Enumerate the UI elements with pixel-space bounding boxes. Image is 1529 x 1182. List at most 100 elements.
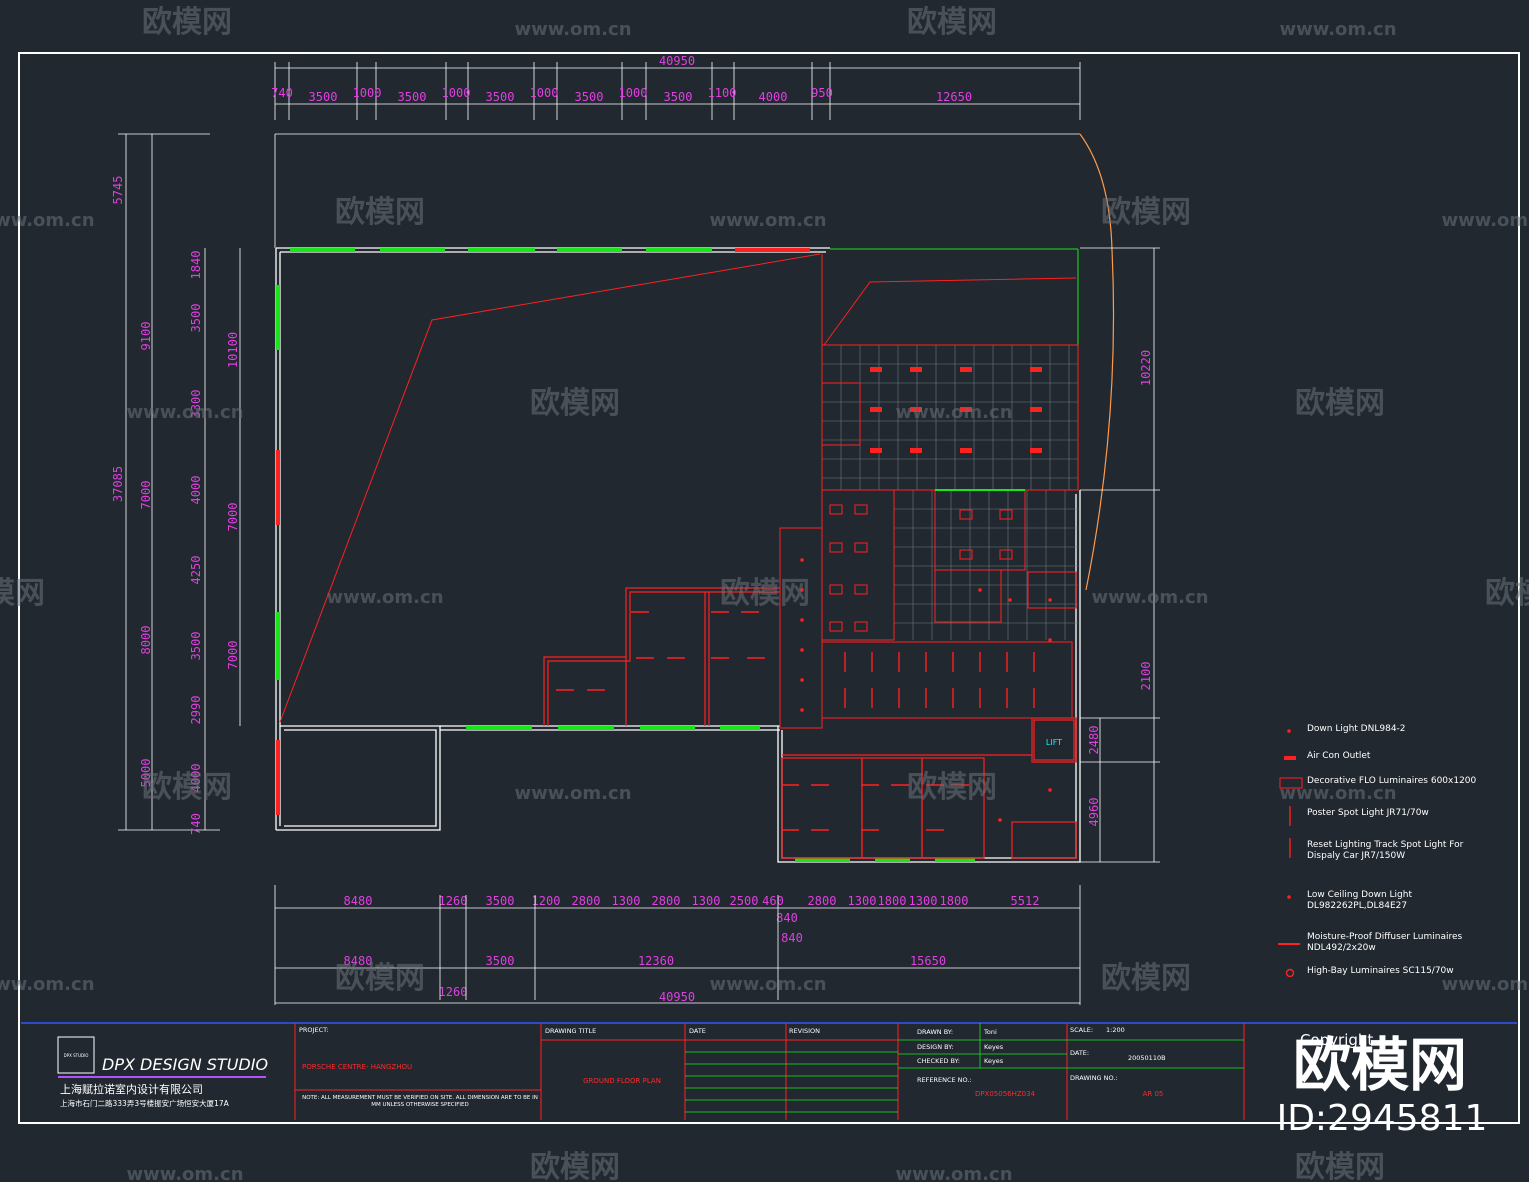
top-dim-6: 1000: [530, 86, 559, 100]
left-mid-dim-1: 7000: [139, 481, 153, 510]
right-dim-3: 4960: [1087, 798, 1101, 827]
watermark-url-8: www.om.cn: [1091, 587, 1208, 608]
legend-label-wrap-1: Air Con Outlet: [1307, 751, 1370, 761]
bottom-dim2-2: 3500: [486, 954, 515, 968]
office-luminaire-2: [829, 542, 843, 553]
watermark-brand-1: 欧模网: [907, 5, 997, 40]
left-inner-dim-1: 3500: [189, 304, 203, 333]
office-luminaire-6: [829, 621, 843, 632]
studio-logo-text: DPX STUDIO: [64, 1053, 89, 1058]
legend-label-6: Moisture-Proof Diffuser Luminaires NDL49…: [1307, 932, 1463, 953]
watermark-brand-7: 欧模网: [720, 576, 810, 611]
luminaire-9: [910, 448, 922, 453]
curved-boundary: [1079, 133, 1115, 591]
watermark-brand-2: 欧模网: [335, 195, 425, 230]
watermark-url-4: www.om.cn: [1441, 210, 1529, 231]
title-block: DPX STUDIO DPX DESIGN STUDIO 上海赋拉诺室内设计有限…: [21, 1022, 1517, 1120]
watermark-url-13: www.om.cn: [1441, 974, 1529, 995]
office-luminaire-5: [854, 584, 868, 595]
legend-label-wrap-4: Reset Lighting Track Spot Light For Disp…: [1307, 840, 1464, 861]
bottom-dim-8: 2500: [730, 894, 759, 908]
down-light-5: [800, 708, 804, 712]
down-light-4: [800, 678, 804, 682]
left-inner-dim-4: 4250: [189, 556, 203, 585]
bottom-dim-14: 1800: [940, 894, 969, 908]
drawn-by-label: DRAWN BY:: [917, 1028, 953, 1036]
watermark-url-7: www.om.cn: [326, 587, 443, 608]
legend-label-wrap-7: High-Bay Luminaires SC115/70w: [1307, 966, 1454, 976]
top-total-dim: 40950: [659, 54, 695, 68]
sheet-border: [18, 52, 1520, 1124]
bottom-dim-2: 3500: [486, 894, 515, 908]
office-luminaire-11: [999, 549, 1013, 560]
bottom-dim-1: 1260: [439, 894, 468, 908]
watermark-url-1: www.om.cn: [1279, 19, 1396, 40]
drawing-title: GROUND FLOOR PLAN: [583, 1077, 661, 1085]
left-mid-dim-3: 5000: [139, 759, 153, 788]
left-inner-dim-8: 740: [189, 813, 203, 835]
watermark-brand-12: 欧模网: [1101, 961, 1191, 996]
drawing-number-label: DRAWING NO.:: [1070, 1074, 1118, 1082]
right-dimensions: [1080, 247, 1160, 863]
left-mid-dim-0: 9100: [139, 322, 153, 351]
watermark-url-15: www.om.cn: [895, 1164, 1012, 1182]
top-dim-9: 3500: [664, 90, 693, 104]
legend-label-4: Reset Lighting Track Spot Light For Disp…: [1307, 840, 1464, 861]
office-luminaire-7: [854, 621, 868, 632]
drawing-number: AR 05: [1143, 1090, 1164, 1098]
company-name-cn: 上海赋拉诺室内设计有限公司: [60, 1082, 203, 1096]
left-right-dim-2: 7000: [226, 641, 240, 670]
legend-symbol-0: [1287, 729, 1291, 733]
legend-label-wrap-5: Low Ceiling Down Light DL982262PL,DL84E2…: [1307, 890, 1413, 911]
luminaire-1: [910, 367, 922, 372]
right-dim-0: 10220: [1139, 350, 1153, 386]
left-inner-dim-2: 3300: [189, 390, 203, 419]
bottom-dim2-4: 15650: [910, 954, 946, 968]
bottom-dim-0: 8480: [344, 894, 373, 908]
bottom-dim-3: 1200: [532, 894, 561, 908]
bottom-dim2-0: 8480: [344, 954, 373, 968]
legend-label-0: Down Light DNL984-2: [1307, 724, 1406, 734]
luminaire-5: [910, 407, 922, 412]
project-label: PROJECT:: [299, 1026, 329, 1034]
reference-label: REFERENCE NO.:: [917, 1076, 972, 1084]
luminaire-2: [960, 367, 972, 372]
down-light-1: [800, 588, 804, 592]
bottom-dim-9: 460: [762, 894, 784, 908]
luminaire-4: [870, 407, 882, 412]
watermark-brand-5: 欧模网: [1295, 386, 1385, 421]
drawn-by: Toni: [983, 1028, 997, 1036]
office-luminaire-4: [829, 584, 843, 595]
watermark-url-11: www.om.cn: [0, 974, 95, 995]
watermark-url-5: www.om.cn: [895, 402, 1012, 423]
bottom-dim-7: 1300: [692, 894, 721, 908]
top-dim-3: 3500: [398, 90, 427, 104]
watermark-id: ID:2945811: [1277, 1098, 1488, 1139]
bottom-dim-11: 1300: [848, 894, 877, 908]
bottom-dim-4: 2800: [572, 894, 601, 908]
top-dim-2: 1000: [353, 86, 382, 100]
luminaire-8: [870, 448, 882, 453]
left-inner-dim-7: 4000: [189, 764, 203, 793]
copyright-heading: Copyright: [1300, 1031, 1373, 1049]
site-outline: [274, 133, 1115, 591]
left-mid-dim-2: 8000: [139, 626, 153, 655]
bottom-dim-10: 2800: [808, 894, 837, 908]
project-name: PORSCHE CENTRE- HANGZHOU: [302, 1063, 412, 1071]
luminaire-11: [1030, 448, 1042, 453]
down-light-11: [1048, 788, 1052, 792]
watermark-url-3: www.om.cn: [709, 210, 826, 231]
watermark-url-12: www.om.cn: [709, 974, 826, 995]
office-luminaire-0: [829, 504, 843, 515]
down-light-9: [1048, 638, 1052, 642]
down-light-6: [978, 588, 982, 592]
bottom-dim-12: 1800: [878, 894, 907, 908]
watermark-url-0: www.om.cn: [514, 19, 631, 40]
office-rooms: [543, 587, 1077, 859]
bottom-dim-15: 5512: [1011, 894, 1040, 908]
watermark-url-9: www.om.cn: [514, 783, 631, 804]
checked-by-label: CHECKED BY:: [917, 1057, 960, 1065]
legend-label-5: Low Ceiling Down Light DL982262PL,DL84E2…: [1307, 890, 1413, 911]
